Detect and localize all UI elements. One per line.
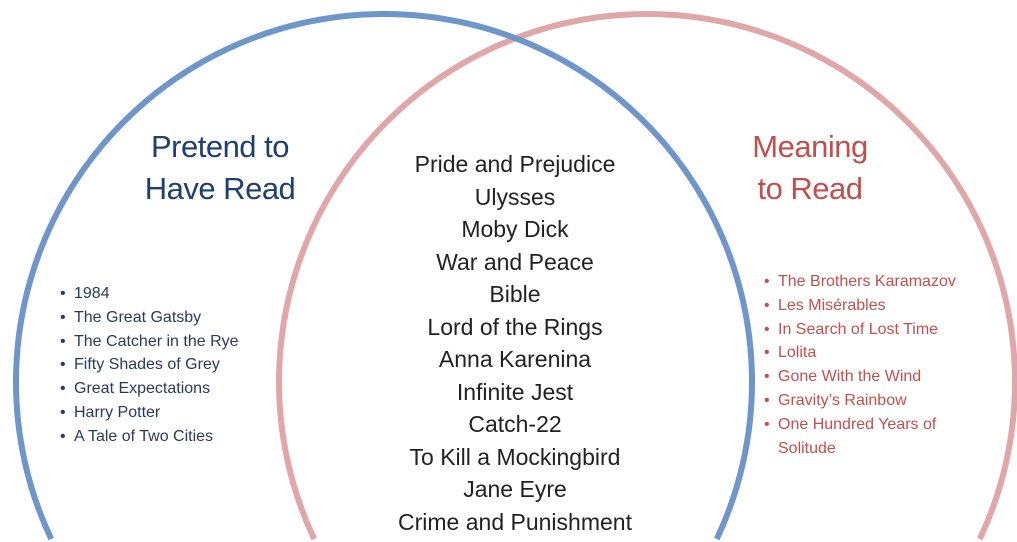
list-item: The Great Gatsby: [60, 306, 239, 330]
list-item: Lord of the Rings: [427, 313, 603, 340]
list-item: The Brothers Karamazov: [764, 270, 984, 294]
list-item: Harry Potter: [60, 401, 239, 425]
list-item: Gone With the Wind: [764, 365, 984, 389]
list-item: Les Misérables: [764, 294, 984, 318]
right-title-line2: to Read: [757, 171, 863, 206]
left-title-line1: Pretend to: [150, 129, 290, 164]
list-item: A Tale of Two Cities: [60, 425, 239, 449]
list-item: Lolita: [764, 341, 984, 365]
list-item: 1984: [60, 282, 239, 306]
list-item: Catch-22: [468, 411, 562, 437]
list-item: Crime and Punishment: [398, 508, 632, 535]
right-set-title: Meaning to Read: [710, 126, 910, 210]
left-set-title: Pretend to Have Read: [120, 126, 320, 210]
right-circle: [276, 11, 1017, 541]
list-item: Pride and Prejudice: [414, 151, 616, 177]
list-item: Gravity’s Rainbow: [764, 389, 984, 413]
left-circle: [13, 11, 755, 541]
list-item: Jane Eyre: [463, 476, 567, 502]
left-list: 1984 The Great Gatsby The Catcher in the…: [60, 282, 239, 449]
list-item: Fifty Shades of Grey: [60, 353, 239, 377]
list-item: Ulysses: [474, 183, 556, 210]
list-item: The Catcher in the Rye: [60, 330, 239, 354]
right-title-line1: Meaning: [752, 129, 868, 164]
list-item: One Hundred Years of Solitude: [764, 413, 984, 461]
list-item: Infinite Jest: [456, 378, 574, 405]
list-item: War and Peace: [436, 248, 594, 275]
list-item: In Search of Lost Time: [764, 318, 984, 342]
list-item: Bible: [489, 281, 541, 307]
list-item: Great Expectations: [60, 377, 239, 401]
list-item: To Kill a Mockingbird: [409, 443, 621, 470]
right-list: The Brothers Karamazov Les Misérables In…: [764, 270, 984, 460]
list-item: Anna Karenina: [438, 346, 592, 372]
overlap-list: Pride and Prejudice Ulysses Moby Dick Wa…: [365, 148, 665, 538]
left-title-line2: Have Read: [144, 171, 296, 206]
list-item: Moby Dick: [461, 216, 569, 242]
